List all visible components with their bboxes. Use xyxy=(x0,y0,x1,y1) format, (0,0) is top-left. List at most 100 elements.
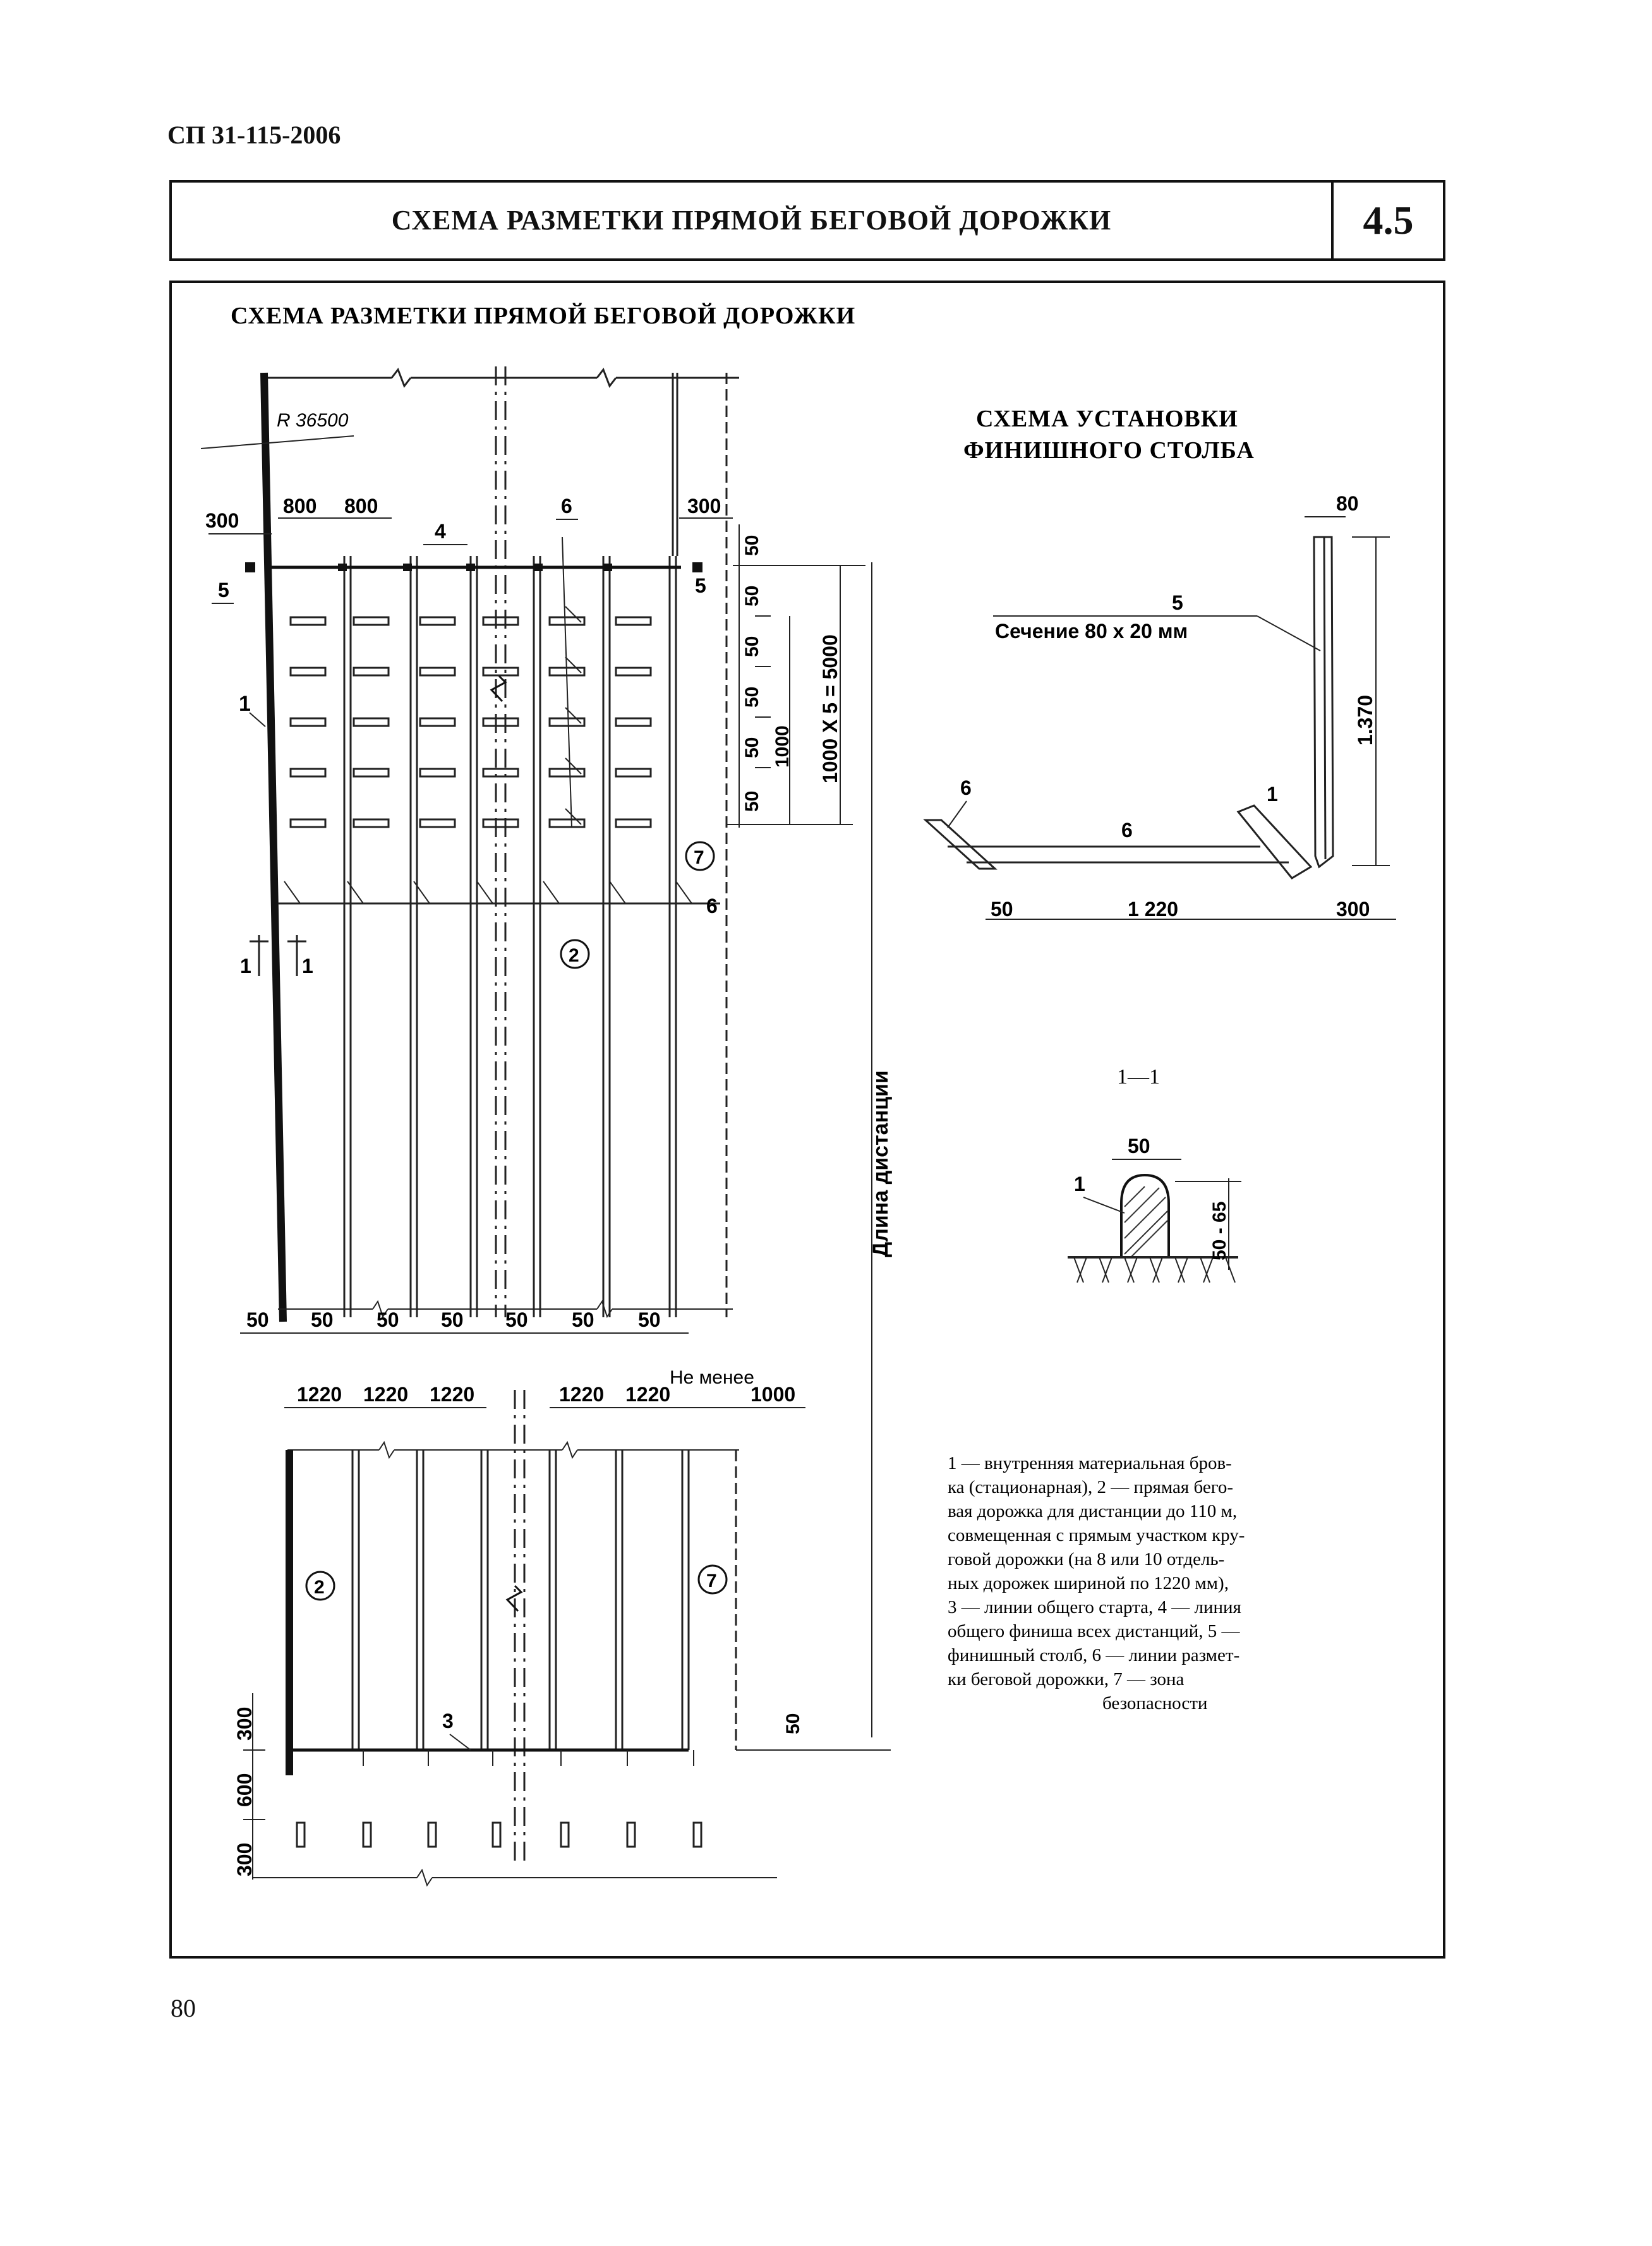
dim-50-4: 50 xyxy=(742,687,763,708)
lane-width-4: 1220 xyxy=(559,1383,604,1406)
post-label-5: 5 xyxy=(1172,591,1183,614)
dim-50-5: 50 xyxy=(742,737,763,758)
lane-lines xyxy=(343,366,728,1317)
start-break-mark xyxy=(505,1585,523,1612)
legend-line-3: вая дорожка для дистанции до 110 м, xyxy=(948,1501,1237,1521)
start-left-dims xyxy=(243,1693,265,1880)
post-label-6a-leader xyxy=(947,800,967,828)
legend-line-8: общего финиша всех дистанций, 5 — xyxy=(948,1621,1241,1641)
lane-width-2: 1220 xyxy=(363,1383,408,1406)
start-line-ticks xyxy=(363,1750,694,1766)
distance-length-label: Длина дистанции xyxy=(869,1070,893,1257)
bottom-50-7: 50 xyxy=(638,1308,661,1331)
drawing-frame xyxy=(169,281,1445,1959)
dim-50-start: 50 xyxy=(783,1713,804,1734)
post-label-6b: 6 xyxy=(1121,819,1133,842)
dim-300-a: 300 xyxy=(233,1707,256,1741)
legend-line-5: говой дорожки (на 8 или 10 отдель- xyxy=(948,1549,1224,1569)
page-number: 80 xyxy=(171,1994,196,2022)
dim-300-right: 300 xyxy=(687,495,721,517)
svg-text:7: 7 xyxy=(706,1571,717,1591)
radius-leader xyxy=(200,435,354,449)
section-dim-50-65: 50 - 65 xyxy=(1209,1202,1230,1260)
post-title-line2: ФИНИШНОГО СТОЛБА xyxy=(963,437,1255,464)
top-break-line xyxy=(262,367,739,389)
dim-300-b: 300 xyxy=(233,1843,256,1876)
legend-line-6: ных дорожек шириной по 1220 мм), xyxy=(948,1573,1229,1593)
dim-800-b: 800 xyxy=(344,495,378,517)
top-dimension-lines xyxy=(208,517,733,534)
post-dim-1370: 1.370 xyxy=(1354,695,1377,746)
title-divider xyxy=(1331,183,1334,258)
bottom-50-3: 50 xyxy=(377,1308,399,1331)
legend-line-9: финишный столб, 6 — линии размет- xyxy=(948,1645,1239,1665)
callout-5-left: 5 xyxy=(218,579,229,601)
kerb-section xyxy=(1120,1173,1170,1259)
post-section-text: Сечение 80 х 20 мм xyxy=(995,620,1188,643)
post-label-6a: 6 xyxy=(960,776,972,799)
dim-50-2: 50 xyxy=(742,586,763,607)
sheet-number: 4.5 xyxy=(1363,198,1414,243)
svg-text:2: 2 xyxy=(569,945,579,966)
post-section-leader xyxy=(1257,615,1321,651)
bottom-50-6: 50 xyxy=(572,1308,594,1331)
callout-4: 4 xyxy=(435,520,446,543)
callout-1-main: 1 xyxy=(239,692,251,716)
right-dimension-lines xyxy=(727,524,872,1737)
section-title: 1—1 xyxy=(1117,1065,1160,1089)
distance-marks xyxy=(289,616,652,828)
section-dims xyxy=(1112,1159,1241,1270)
callout-6-top: 6 xyxy=(561,495,572,517)
bottom-50-4: 50 xyxy=(441,1308,464,1331)
section-label-1-leader xyxy=(1083,1197,1125,1214)
inner-kerb xyxy=(260,372,287,1322)
svg-text:7: 7 xyxy=(694,847,704,868)
post-dim-1220: 1 220 xyxy=(1128,898,1178,921)
finish-post xyxy=(1313,536,1334,869)
lane-width-3: 1220 xyxy=(430,1383,474,1406)
post-dim-80: 80 xyxy=(1336,492,1359,515)
callout-3-leader xyxy=(449,1734,471,1751)
post-dim-50: 50 xyxy=(991,898,1013,921)
bottom-50-5: 50 xyxy=(505,1308,528,1331)
legend-line-10: ки беговой дорожки, 7 — зона xyxy=(948,1669,1185,1689)
bottom-break-line xyxy=(240,1300,733,1334)
legend-line-7: 3 — линии общего старта, 4 — линия xyxy=(948,1597,1241,1617)
bottom-50-1: 50 xyxy=(246,1308,269,1331)
post-title-line1: СХЕМА УСТАНОВКИ xyxy=(976,406,1238,432)
dim-1000x5: 1000 X 5 = 5000 xyxy=(819,634,841,783)
dim-50-3: 50 xyxy=(742,636,763,657)
zone-2-marker: 2 xyxy=(560,939,590,969)
section-label-1: 1 xyxy=(1074,1173,1085,1195)
post-base-frame xyxy=(923,804,1313,879)
sheet-title: СХЕМА РАЗМЕТКИ ПРЯМОЙ БЕГОВОЙ ДОРОЖКИ xyxy=(391,205,1112,236)
start-zone-2-marker: 2 xyxy=(305,1571,335,1601)
start-bottom-break-line xyxy=(253,1868,777,1887)
callout-5-right: 5 xyxy=(695,574,706,597)
legend-line-11: безопасности xyxy=(1102,1693,1207,1713)
dim-50-1: 50 xyxy=(742,535,763,556)
post-label-1: 1 xyxy=(1267,783,1278,806)
post-dim-300: 300 xyxy=(1336,898,1370,921)
post-dims xyxy=(1305,516,1390,866)
legend-line-4: совмещенная с прямым участком кру- xyxy=(948,1525,1245,1545)
finish-line-marks xyxy=(338,564,612,571)
bottom-50-2: 50 xyxy=(311,1308,334,1331)
zone-7-marker: 7 xyxy=(685,841,715,871)
start-lane-lines xyxy=(351,1390,737,1864)
legend-line-1: 1 — внутренняя материальная бров- xyxy=(948,1453,1232,1473)
safety-ticks xyxy=(284,881,692,904)
start-marks xyxy=(296,1821,702,1848)
dim-1000-bottom: 1000 xyxy=(751,1383,795,1406)
start-break-line xyxy=(287,1440,739,1459)
dim-50-6: 50 xyxy=(742,791,763,812)
finish-post-right xyxy=(692,562,702,572)
marking-leaders xyxy=(562,536,582,828)
callout-1-leader xyxy=(249,712,266,727)
section-dim-50: 50 xyxy=(1128,1135,1150,1157)
dim-1000: 1000 xyxy=(772,725,793,768)
callout-3: 3 xyxy=(442,1710,454,1732)
legend: 1 — внутренняя материальная бров- ка (ст… xyxy=(948,1453,1245,1713)
document-code: СП 31-115-2006 xyxy=(167,121,341,149)
